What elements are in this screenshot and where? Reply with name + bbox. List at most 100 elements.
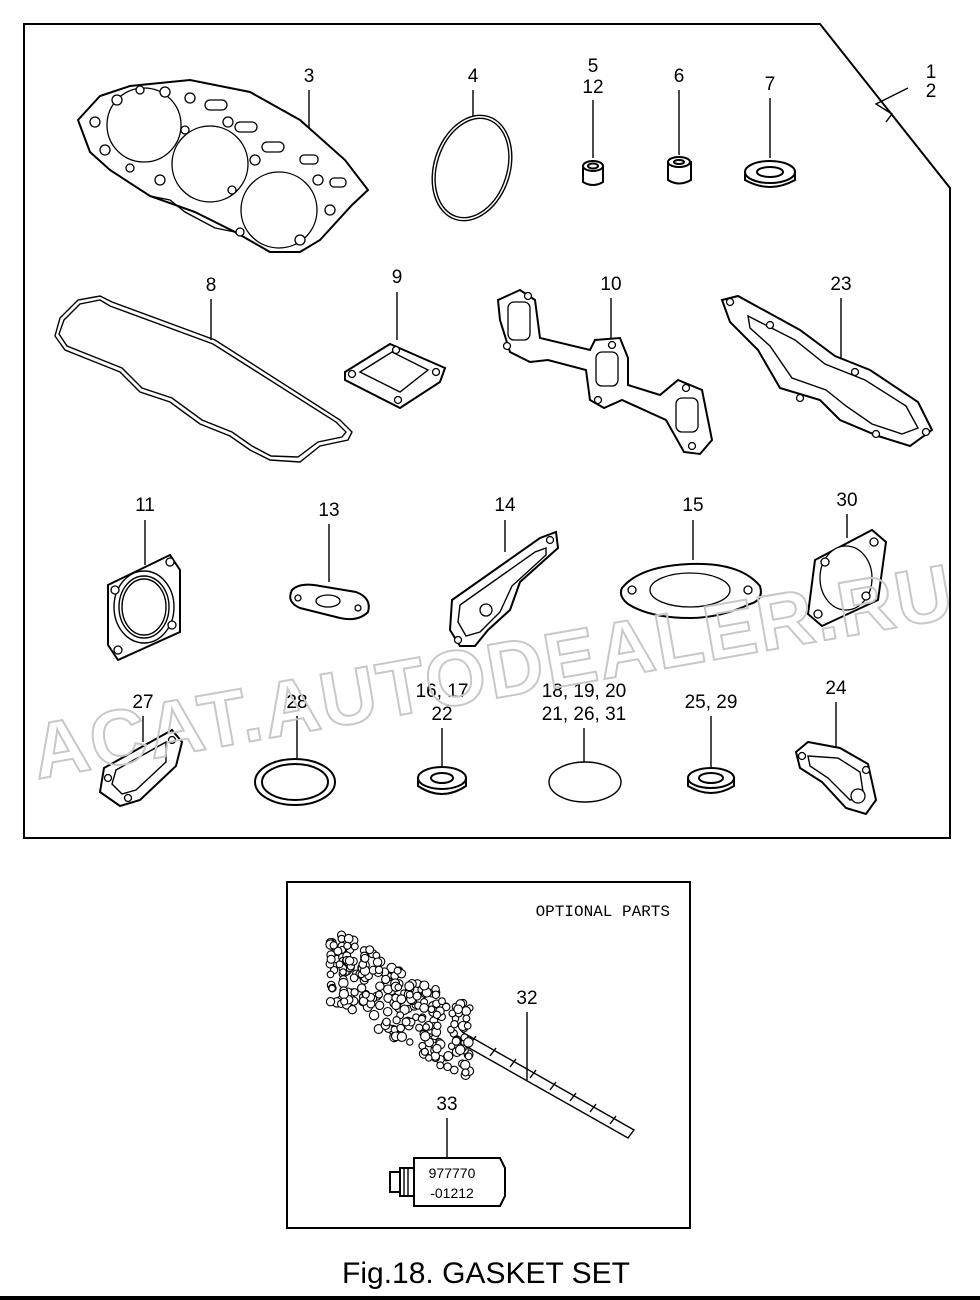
bristle: [350, 988, 359, 997]
brush-bristles: [325, 930, 475, 1080]
part-25-29-washer: 25, 29: [685, 692, 738, 794]
bristle: [368, 1009, 380, 1021]
bristle: [375, 1000, 385, 1011]
optional-parts-title: OPTIONAL PARTS: [536, 903, 670, 921]
part-23-intake-gasket: 23: [720, 274, 934, 448]
bristle: [462, 1014, 471, 1023]
label-33: 33: [436, 1094, 457, 1115]
part-10-manifold-gasket: 10: [496, 274, 714, 456]
label-5: 5: [588, 56, 599, 77]
bristle: [443, 1051, 454, 1061]
label-13: 13: [318, 500, 339, 521]
figure-caption: Fig.18. GASKET SET: [342, 1257, 630, 1290]
bristle: [326, 970, 335, 979]
part-30-square-flange-gasket: 30: [806, 490, 888, 628]
bristle: [420, 1031, 431, 1042]
bristle: [427, 1005, 436, 1014]
part-16-17-22-washer: 16, 17 22: [416, 681, 468, 795]
label-2: 2: [926, 81, 937, 102]
label-1: 1: [926, 62, 937, 83]
bristle: [365, 945, 375, 955]
label-14: 14: [494, 495, 516, 516]
label-30: 30: [836, 490, 857, 511]
bristle: [343, 933, 354, 944]
part-27-thermostat-gasket: 27: [98, 692, 184, 808]
part-6-bushing: 6: [667, 66, 692, 185]
bristle: [404, 981, 415, 992]
bristle: [396, 994, 407, 1005]
label-7: 7: [765, 74, 776, 95]
bristle: [392, 1016, 401, 1025]
optional-parts-box: [286, 881, 691, 1229]
bristle: [417, 1014, 426, 1023]
bristle: [339, 968, 347, 976]
part-14-bracket-gasket: 14: [448, 495, 560, 647]
bristle: [443, 1062, 452, 1072]
bristle: [450, 1020, 459, 1029]
label-24: 24: [825, 678, 847, 699]
label-22: 22: [431, 704, 452, 725]
bristle: [419, 1003, 429, 1013]
bristle: [405, 990, 414, 999]
label-11: 11: [135, 495, 155, 516]
bristle: [329, 941, 338, 950]
part-32-brush: 32: [325, 930, 636, 1139]
bristle: [360, 953, 370, 963]
bristle: [420, 1047, 429, 1056]
part-3-head-gasket: 3: [76, 66, 370, 253]
tube-text-line1: 977770: [429, 1165, 476, 1181]
part-9-square-gasket: 9: [344, 267, 447, 410]
callout-1-2: 1 2: [874, 62, 937, 123]
label-4: 4: [468, 66, 479, 87]
label-6: 6: [674, 66, 685, 87]
bristle: [382, 1017, 391, 1027]
bristle: [441, 1002, 451, 1012]
bristle: [382, 1006, 393, 1017]
part-28-ring-gasket: 28: [254, 692, 336, 806]
part-8-head-cover-gasket: 8: [54, 275, 353, 463]
label-25-29: 25, 29: [685, 692, 738, 713]
bristle: [425, 1054, 433, 1062]
bristle: [333, 946, 343, 956]
bristle: [374, 990, 384, 999]
bristle: [432, 1010, 442, 1019]
label-21-26-31: 21, 26, 31: [542, 704, 627, 725]
bristle: [460, 1059, 471, 1071]
bristle: [375, 981, 385, 991]
bristle: [451, 1036, 461, 1046]
bristle: [431, 990, 441, 1000]
bristle: [350, 942, 359, 951]
bristle: [344, 956, 355, 966]
bristle: [396, 1031, 408, 1042]
bristle: [454, 1044, 466, 1056]
bristle: [349, 973, 359, 983]
label-28: 28: [286, 692, 307, 713]
bristle: [338, 988, 350, 1000]
bristle: [340, 997, 349, 1006]
bristle: [438, 997, 446, 1006]
label-15: 15: [682, 495, 703, 516]
label-12: 12: [582, 77, 603, 98]
part-18-31-o-ring: 18, 19, 20 21, 26, 31: [542, 681, 627, 803]
part-7-seal-washer: 7: [744, 74, 796, 188]
label-32: 32: [516, 988, 537, 1009]
bristle: [415, 1023, 424, 1032]
label-9: 9: [392, 267, 403, 288]
label-18-19-20: 18, 19, 20: [542, 681, 627, 702]
part-24-cover-gasket: 24: [794, 678, 878, 816]
label-10: 10: [600, 274, 621, 295]
bristle: [335, 960, 344, 969]
bristle: [406, 1038, 414, 1046]
bristle: [343, 941, 352, 950]
tube-text-line2: -01212: [430, 1185, 474, 1201]
bristle: [347, 1005, 357, 1015]
bristle: [394, 983, 403, 992]
bristle: [391, 1000, 401, 1011]
label-8: 8: [206, 275, 217, 296]
bristle: [374, 965, 384, 975]
bristle: [432, 1043, 442, 1054]
bristle: [461, 1068, 470, 1077]
bristle: [393, 966, 402, 975]
bristle: [326, 954, 336, 964]
